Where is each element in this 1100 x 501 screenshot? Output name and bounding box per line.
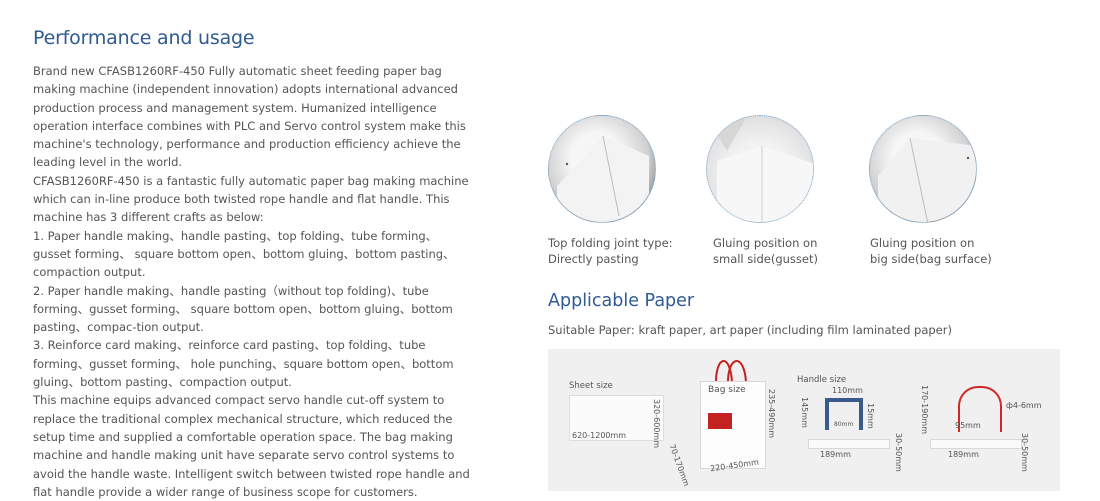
craft-item-3: 3. Reinforce card making、reinforce card … — [33, 338, 454, 390]
handle-size-label: Handle size — [797, 375, 847, 385]
rope-base-width-dim: 189mm — [948, 450, 979, 459]
handle-base-width-dim: 189mm — [820, 450, 851, 459]
rope-inner-dim: 95mm — [955, 421, 981, 430]
rope-height-dim: 170-190mm — [920, 385, 929, 435]
caption-3-line2: big side(bag surface) — [870, 251, 992, 266]
craft-item-1: 1. Paper handle making、handle pasting、to… — [33, 228, 455, 280]
gluing-caption-3: Gluing position on big side(bag surface) — [870, 236, 992, 267]
caption-1-line2: Directly pasting — [548, 251, 639, 266]
handle-inner-dim: 80mm — [834, 421, 854, 428]
description-text: Brand new CFASB1260RF-450 Fully automati… — [33, 62, 473, 501]
flat-handle-illustration — [825, 398, 863, 430]
suitable-paper-text: Suitable Paper: kraft paper, art paper (… — [548, 323, 952, 337]
gluing-caption-1: Top folding joint type: Directly pasting — [548, 236, 673, 267]
small-side-photo — [706, 115, 814, 223]
bag-handle-icon — [715, 360, 747, 383]
handle-leg-dim: 15mm — [866, 403, 875, 429]
intro-paragraph: Brand new CFASB1260RF-450 Fully automati… — [33, 64, 466, 170]
gluing-example-2 — [706, 115, 814, 223]
size-diagram-panel: Sheet size 320-600mm 620-1200mm Bag size… — [548, 349, 1060, 491]
gluing-example-1 — [548, 115, 656, 223]
caption-1-line1: Top folding joint type: — [548, 236, 673, 250]
top-folding-photo — [548, 115, 656, 223]
handle-base-height-dim: 30-50mm — [894, 433, 903, 472]
bag-height-dim: 235-490mm — [767, 389, 776, 439]
gluing-example-3 — [869, 115, 977, 223]
caption-2-line1: Gluing position on — [713, 236, 818, 250]
big-side-photo — [869, 115, 977, 223]
rope-diameter-dim: ф4-6mm — [1006, 401, 1042, 410]
caption-2-line2: small side(gusset) — [713, 251, 818, 266]
servo-paragraph: This machine equips advanced compact ser… — [33, 393, 470, 499]
sheet-height-dim: 320-600mm — [652, 399, 661, 449]
right-column: Top folding joint type: Directly pasting… — [548, 0, 1060, 500]
sheet-width-dim: 620-1200mm — [572, 431, 627, 440]
sheet-size-label: Sheet size — [569, 381, 613, 391]
rope-base — [930, 439, 1022, 449]
bag-size-label: Bag size — [708, 385, 746, 395]
crafts-intro-paragraph: CFASB1260RF-450 is a fantastic fully aut… — [33, 173, 469, 225]
handle-base — [808, 439, 890, 449]
bag-gusset-dim: 70-170mm — [667, 443, 692, 488]
caption-3-line1: Gluing position on — [870, 236, 975, 250]
bag-logo-card — [708, 413, 732, 429]
craft-item-2: 2. Paper handle making、handle pasting（wi… — [33, 283, 453, 335]
applicable-paper-title: Applicable Paper — [548, 291, 695, 311]
rope-base-height-dim: 30-50mm — [1020, 433, 1029, 472]
sheet-illustration — [569, 395, 664, 441]
rope-handle-illustration — [958, 386, 1002, 432]
section-title: Performance and usage — [33, 27, 255, 49]
gluing-caption-2: Gluing position on small side(gusset) — [713, 236, 818, 267]
handle-height-dim: 145mm — [800, 397, 809, 428]
handle-top-dim: 110mm — [832, 386, 863, 395]
